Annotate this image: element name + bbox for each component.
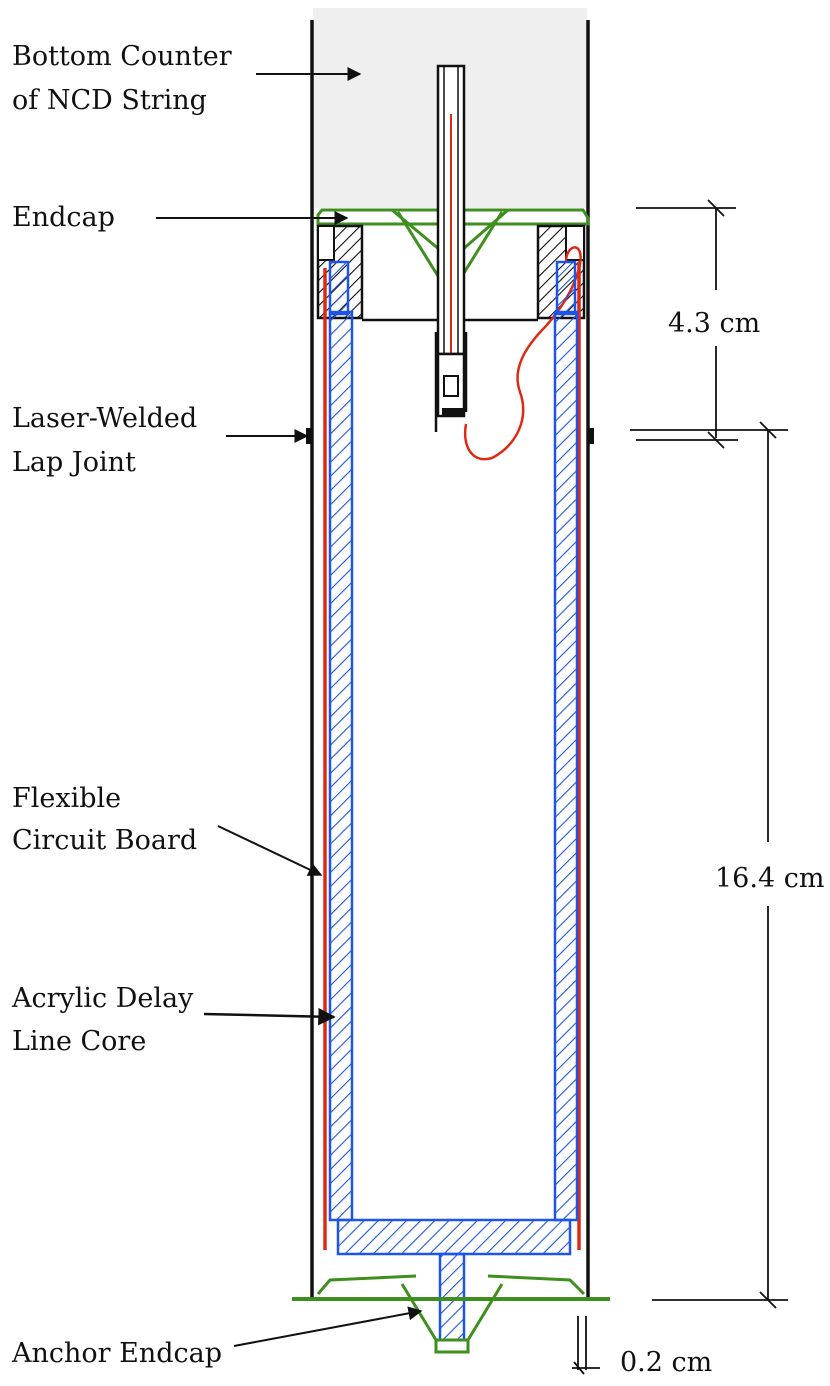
dimension-upper-text: 4.3 cm [668,308,760,339]
dimension-lines [572,199,788,1375]
collar-left-window [317,225,335,261]
arrow-anchor-endcap [233,1306,423,1347]
label-delay-core-line2: Line Core [12,1026,146,1057]
dimension-lower-text: 16.4 cm [715,863,824,894]
flex-circuit-wire [463,246,582,461]
central-rod [434,64,468,432]
dimension-wall-text: 0.2 cm [620,1347,712,1378]
label-lap-joint-line1: Laser-Welded [12,403,197,434]
lap-joint-left [306,428,312,444]
label-endcap: Endcap [12,202,115,233]
label-bottom-counter-line2: of NCD String [12,85,207,116]
lap-joint-right [588,428,594,444]
label-delay-core-line1: Acrylic Delay [11,983,194,1014]
label-flex-board-line2: Circuit Board [12,825,197,856]
label-bottom-counter-line1: Bottom Counter [12,41,232,72]
delay-line-core [328,260,579,1342]
label-flex-board-line1: Flexible [12,783,121,814]
label-anchor-endcap: Anchor Endcap [11,1338,222,1369]
label-lap-joint-line2: Lap Joint [12,447,136,478]
arrow-delay-core [203,1007,336,1026]
arrow-flex-board [217,825,323,876]
